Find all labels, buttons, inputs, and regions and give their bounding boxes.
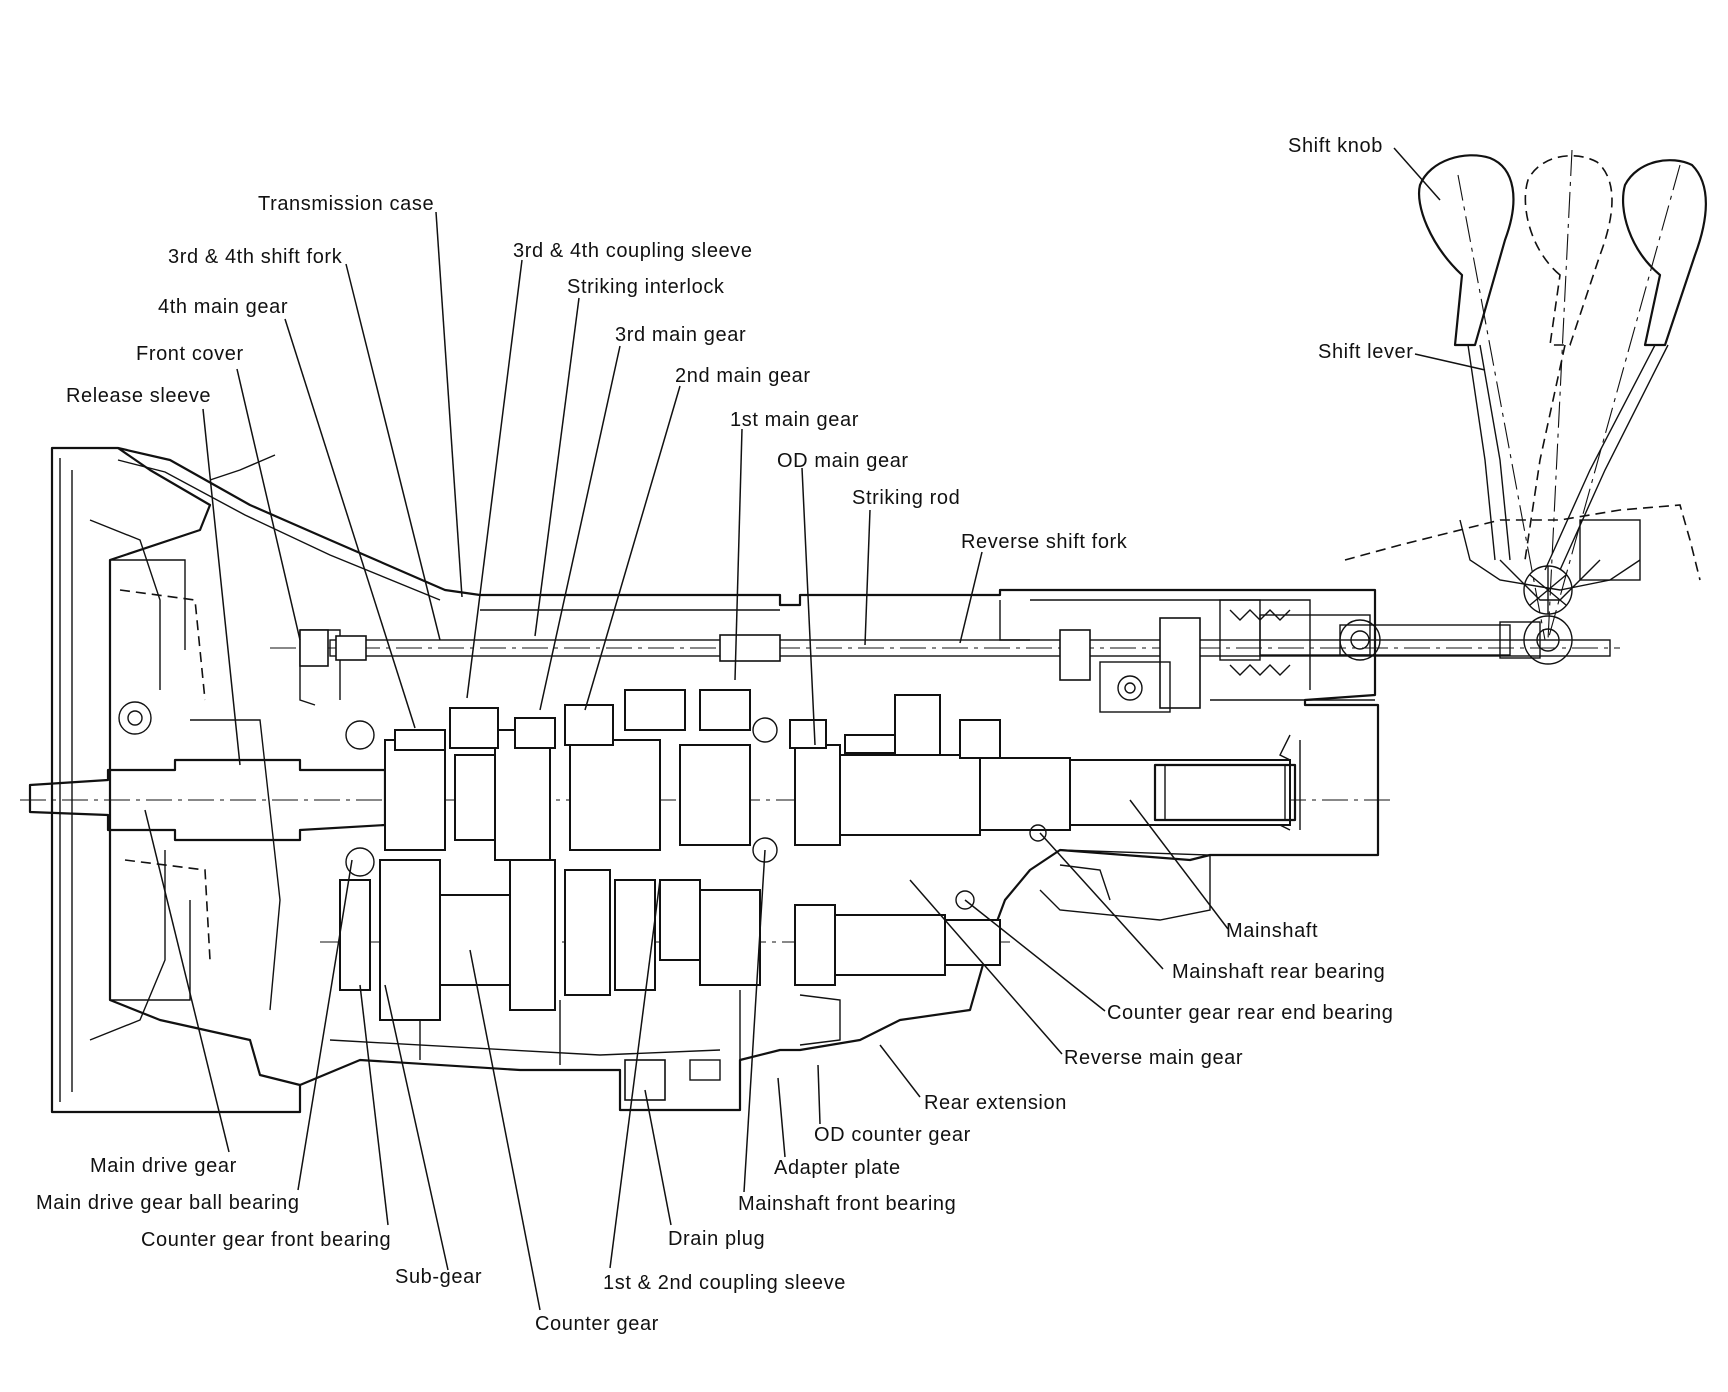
label-mainshaft-rear-bearing: Mainshaft rear bearing [1172,961,1386,983]
label-counter-gear-rear-end-bearing: Counter gear rear end bearing [1107,1002,1394,1024]
label-mainshaft: Mainshaft [1226,920,1319,942]
striking-rod-drawing [270,599,1620,713]
label-drain-plug: Drain plug [668,1228,766,1250]
label-1st-main-gear: 1st main gear [730,409,859,431]
label-striking-interlock: Striking interlock [567,276,725,298]
leader-lines [144,147,1486,1311]
label-rear-extension: Rear extension [924,1092,1067,1114]
label-main-drive-gear-ball-bearing: Main drive gear ball bearing [36,1192,300,1214]
label-striking-rod: Striking rod [852,487,961,509]
label-release-sleeve: Release sleeve [66,385,212,407]
label-adapter-plate: Adapter plate [774,1157,901,1179]
label-od-counter-gear: OD counter gear [814,1124,971,1146]
label-3rd-main-gear: 3rd main gear [615,324,747,346]
label-counter-gear-front-bearing: Counter gear front bearing [141,1229,392,1251]
label-reverse-shift-fork: Reverse shift fork [961,531,1128,553]
label-transmission-case: Transmission case [258,193,435,215]
label-main-drive-gear: Main drive gear [90,1155,237,1177]
label-4th-main-gear: 4th main gear [158,296,289,318]
counter-gear-assembly [320,859,1010,1101]
label-reverse-main-gear: Reverse main gear [1064,1047,1244,1069]
label-1st-2nd-coupling-sleeve: 1st & 2nd coupling sleeve [603,1272,846,1294]
upper-main-gears [345,689,1047,910]
label-sub-gear: Sub-gear [395,1266,483,1288]
label-shift-lever: Shift lever [1318,341,1414,363]
label-front-cover: Front cover [136,343,244,365]
shift-lever-assembly [1344,149,1707,641]
mainshaft-drawing [20,729,1390,861]
label-3rd-4th-shift-fork: 3rd & 4th shift fork [168,246,343,268]
label-od-main-gear: OD main gear [777,450,909,472]
label-mainshaft-front-bearing: Mainshaft front bearing [738,1193,957,1215]
label-counter-gear: Counter gear [535,1313,659,1335]
clutch-housing [50,446,302,1114]
label-3rd-4th-coupling-sleeve: 3rd & 4th coupling sleeve [513,240,753,262]
label-shift-knob: Shift knob [1288,135,1383,157]
label-2nd-main-gear: 2nd main gear [675,365,811,387]
